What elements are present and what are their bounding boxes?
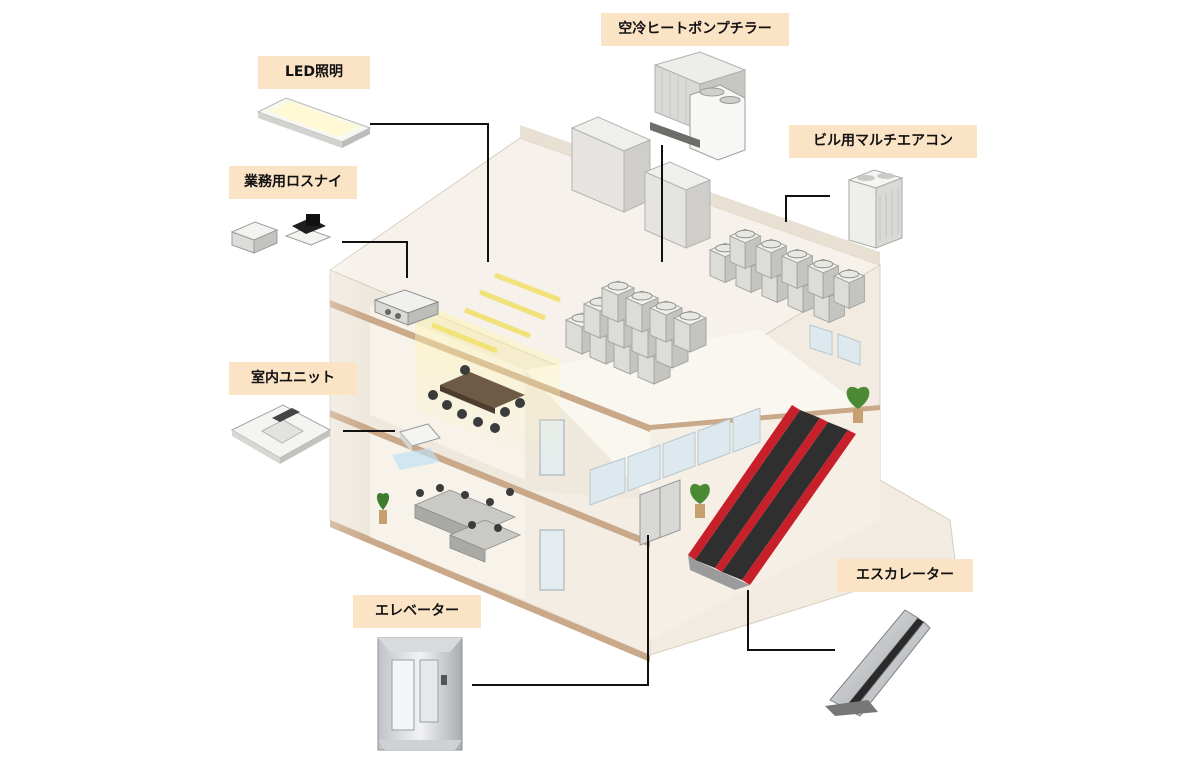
escalator-in-building	[688, 405, 856, 590]
indoor-unit-product	[230, 404, 332, 464]
building-multi-product	[847, 169, 904, 249]
multi-outdoor-module	[780, 248, 814, 290]
rooftop-multi-units	[708, 228, 866, 324]
leader-lines	[342, 123, 835, 686]
windows	[589, 324, 861, 506]
elevator-in-building	[639, 479, 681, 546]
label-building-multi: ビル用マルチエアコン	[789, 125, 977, 158]
label-lossnay: 業務用ロスナイ	[229, 166, 357, 199]
multi-outdoor-module	[832, 268, 866, 310]
escalator-product	[825, 609, 931, 717]
chiller-module	[672, 310, 708, 353]
led-light-product	[256, 97, 372, 148]
potted-plants	[376, 386, 870, 524]
label-escalator: エスカレーター	[837, 559, 973, 592]
lossnay-product	[230, 214, 332, 254]
multi-outdoor-module	[754, 238, 788, 280]
rooftop-cabinets	[570, 116, 712, 249]
label-led-lighting: LED照明	[258, 56, 370, 89]
label-elevator: エレベーター	[353, 595, 481, 628]
label-chiller: 空冷ヒートポンプチラー	[601, 13, 789, 46]
ceiling-lossnay-unit	[373, 289, 440, 326]
ceiling-indoor-unit	[392, 423, 441, 470]
rooftop-chiller-array	[564, 280, 708, 385]
label-indoor-unit: 室内ユニット	[229, 362, 357, 395]
chiller-product	[650, 51, 747, 161]
meeting-room-furniture	[428, 365, 525, 433]
elevator-product	[377, 637, 463, 751]
office-desks	[413, 484, 522, 563]
